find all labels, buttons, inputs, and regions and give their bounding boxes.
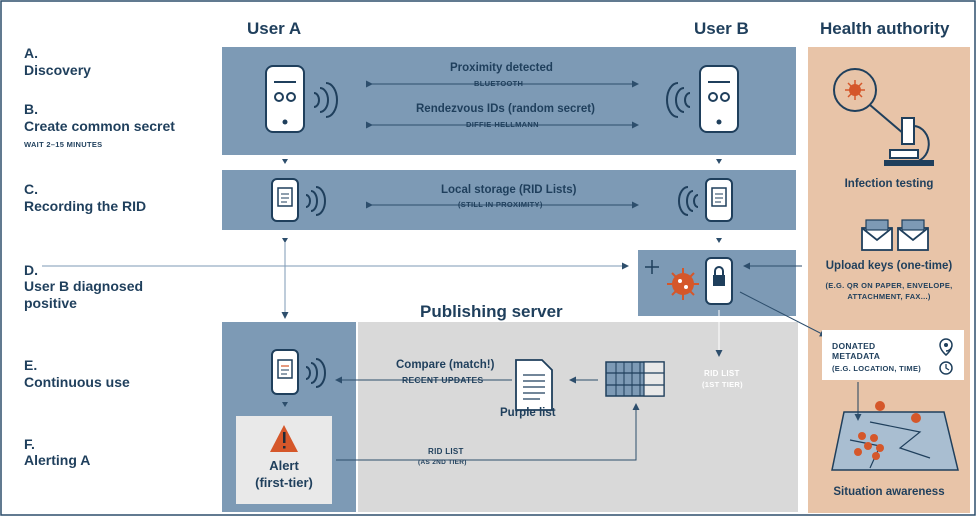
local-storage-label: Local storage (RID Lists) xyxy=(441,184,577,196)
step-b-note: WAIT 2–15 MINUTES xyxy=(24,140,103,149)
rendezvous-label: Rendezvous IDs (random secret) xyxy=(416,103,595,115)
document-icon xyxy=(515,359,553,411)
signal-waves-a2-icon xyxy=(305,186,326,216)
rid-list-2-sub: (AS 2ND TIER) xyxy=(418,459,467,466)
step-b-title: Create common secret xyxy=(24,118,175,134)
step-d-letter: D. xyxy=(24,262,38,278)
step-a-title: Discovery xyxy=(24,62,91,78)
situation-awareness-label: Situation awareness xyxy=(833,486,945,498)
map-icon xyxy=(831,401,959,471)
donated-label-2: METADATA xyxy=(832,351,881,361)
clock-icon xyxy=(939,361,953,375)
phone-b-discovery-icon xyxy=(699,65,739,133)
bluetooth-label: BLUETOOTH xyxy=(474,79,524,88)
proximity-label: Proximity detected xyxy=(450,62,553,74)
infection-testing-label: Infection testing xyxy=(844,178,934,190)
step-b-letter: B. xyxy=(24,101,38,117)
upload-note-1: (E.G. QR ON PAPER, ENVELOPE, xyxy=(825,281,953,290)
publishing-server-area xyxy=(358,322,798,512)
recent-updates-label: RECENT UPDATES xyxy=(402,375,484,385)
server-table-icon xyxy=(605,361,665,397)
signal-waves-a-icon xyxy=(313,82,338,118)
user-b-heading: User B xyxy=(694,19,749,38)
phone-a-recording-icon xyxy=(271,178,299,222)
user-a-heading: User A xyxy=(247,19,302,38)
step-d-title: User B diagnosed xyxy=(24,278,144,294)
publishing-server-heading: Publishing server xyxy=(420,302,563,321)
rid-list-2nd-tier-arrow xyxy=(336,403,640,461)
rid-list-2-label: RID LIST xyxy=(428,447,464,456)
step-c-title: Recording the RID xyxy=(24,198,147,214)
phone-a-discovery-icon xyxy=(265,65,305,133)
envelope-keys-icon xyxy=(861,219,929,251)
signal-waves-a3-icon xyxy=(305,358,326,388)
metadata-arrow xyxy=(739,291,827,337)
rid-list-1-sub: (1ST TIER) xyxy=(702,380,743,389)
alert-line-1: Alert xyxy=(269,458,299,473)
phone-a-continuous-icon xyxy=(271,349,299,395)
step-f-title: Alerting A xyxy=(24,452,91,468)
upload-keys-label: Upload keys (one-time) xyxy=(825,260,953,272)
still-proximity-label: (STILL IN PROXIMITY) xyxy=(458,200,543,209)
step-c-letter: C. xyxy=(24,181,38,197)
phone-b-lock-icon xyxy=(705,257,733,305)
purple-list-label: Purple list xyxy=(500,407,556,419)
upload-note-2: ATTACHMENT, FAX...) xyxy=(847,292,931,301)
diffie-label: DIFFIE-HELLMANN xyxy=(466,120,539,129)
virus-icon xyxy=(667,268,699,300)
location-pin-icon xyxy=(939,338,953,356)
donated-label-3: (E.G. LOCATION, TIME) xyxy=(832,364,922,373)
signal-waves-b2-icon xyxy=(678,186,699,216)
step-e-title: Continuous use xyxy=(24,374,130,390)
signal-waves-b-icon xyxy=(666,82,691,118)
compare-label: Compare (match!) xyxy=(396,359,495,371)
phone-b-recording-icon xyxy=(705,178,733,222)
rid-list-1-label: RID LIST xyxy=(704,369,740,378)
step-a-letter: A. xyxy=(24,45,38,61)
donated-label-1: DONATED xyxy=(832,341,876,351)
step-d-title-2: positive xyxy=(24,295,77,311)
health-authority-heading: Health authority xyxy=(820,19,950,38)
step-e-letter: E. xyxy=(24,357,38,373)
microscope-icon xyxy=(833,68,934,166)
alert-line-2: (first-tier) xyxy=(255,475,313,490)
step-f-letter: F. xyxy=(24,436,35,452)
